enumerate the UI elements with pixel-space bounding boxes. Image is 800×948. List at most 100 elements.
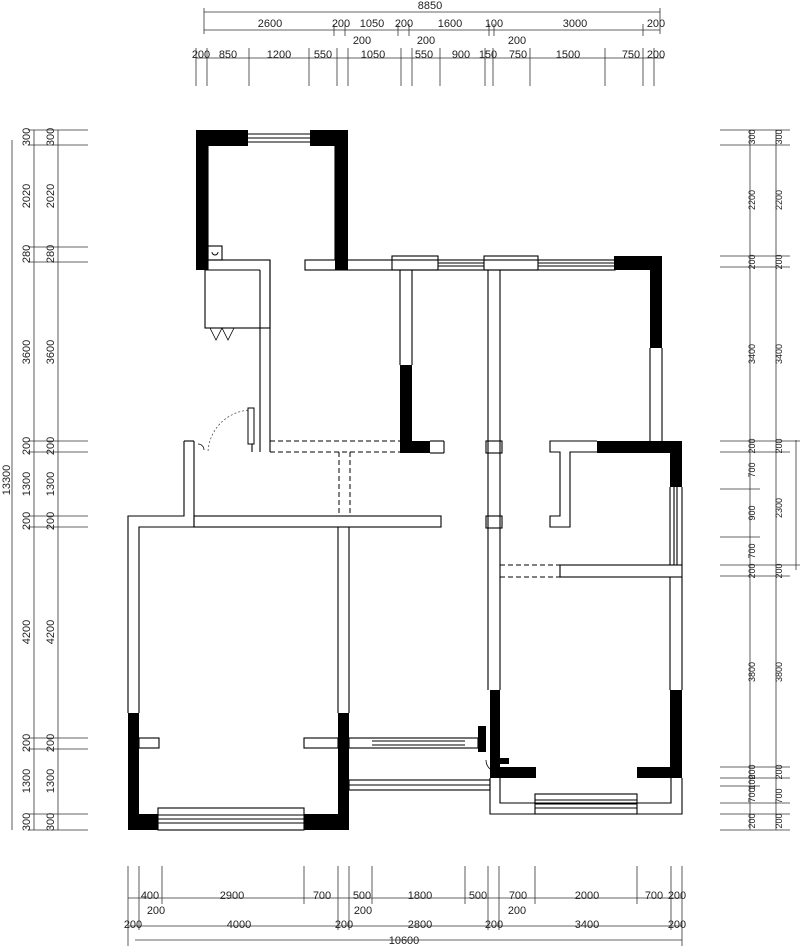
dim-left-b1: 2020 — [45, 184, 57, 208]
dim-right-i9: 3800 — [747, 662, 757, 682]
dim-right-i3: 3400 — [747, 344, 757, 364]
dim-top-r3-7: 150 — [479, 49, 497, 61]
dim-left-b6: 200 — [45, 512, 57, 530]
dim-bot-r2-6: 200 — [668, 919, 686, 931]
dim-left-a1: 2020 — [21, 184, 33, 208]
dim-bot-r2-0: 200 — [124, 919, 142, 931]
door-arc-balcony — [485, 759, 499, 773]
dim-right-i1: 2200 — [747, 190, 757, 210]
dim-bot-r1-0: 400 — [141, 890, 159, 902]
dim-right-i7: 700 — [747, 543, 757, 558]
dim-top-r2-1: 200 — [417, 35, 435, 47]
dim-top-r2-0: 200 — [353, 35, 371, 47]
dim-left-b8: 200 — [45, 734, 57, 752]
structural-walls — [128, 130, 682, 830]
dim-right-o7: 3800 — [774, 662, 784, 682]
dim-bot-total: 10600 — [389, 935, 420, 947]
dim-top-r1-0: 2600 — [258, 18, 282, 30]
dim-bot-r1-7: 2000 — [575, 890, 599, 902]
dim-right-outer: 300 2200 200 3400 200 2300 200 3800 200 … — [774, 129, 784, 828]
window-top-centre — [438, 262, 484, 267]
dim-right-i6: 900 — [747, 505, 757, 520]
top-dimension-lines — [195, 8, 664, 86]
dim-left-b7: 4200 — [45, 620, 57, 644]
dim-right-o10: 200 — [774, 813, 784, 828]
dim-bot-f1: 200 — [354, 905, 372, 917]
bifold-door-icon — [209, 327, 235, 341]
dim-left-col-a: 300 2020 280 3600 200 1300 200 4200 200 … — [21, 128, 33, 831]
top-dimension-texts: 8850 2600 200 1050 200 1600 100 3000 200… — [192, 0, 665, 61]
dim-right-i8: 200 — [747, 563, 757, 578]
dim-right-o3: 3400 — [774, 344, 784, 364]
dim-left-a3: 3600 — [21, 340, 33, 364]
dim-top-r3-9: 1500 — [556, 49, 580, 61]
dim-bot-r2-4: 200 — [485, 919, 503, 931]
dim-bot-r1-1: 2900 — [220, 890, 244, 902]
dim-right-o5: 2300 — [774, 498, 784, 518]
dim-left-col-b: 300 2020 280 3600 200 1300 200 4200 200 … — [45, 128, 57, 831]
dim-right-i5: 700 — [747, 462, 757, 477]
dim-bot-f0: 200 — [147, 905, 165, 917]
dim-top-r1-4: 1600 — [438, 18, 462, 30]
dim-top-r3-5: 550 — [415, 49, 433, 61]
dim-bot-r1-3: 500 — [353, 890, 371, 902]
dim-top-r3-6: 900 — [452, 49, 470, 61]
dim-right-o9: 700 — [774, 788, 784, 803]
dim-right-i12: 700 — [747, 787, 757, 802]
dim-bot-r1-6: 700 — [509, 890, 527, 902]
dim-left-a7: 4200 — [21, 620, 33, 644]
dim-left-b10: 300 — [45, 813, 57, 831]
dim-left-a4: 200 — [21, 437, 33, 455]
left-dimension-texts: 13300 300 2020 280 3600 200 1300 200 420… — [1, 128, 57, 831]
door-leaf-entry — [247, 407, 255, 445]
dim-right-i11: 100 — [747, 774, 757, 789]
dim-top-r3-2: 1200 — [267, 49, 291, 61]
dim-right-i0: 300 — [747, 129, 757, 144]
dim-top-r3-4: 1050 — [361, 49, 385, 61]
dim-bot-r1-4: 1800 — [408, 890, 432, 902]
door-swing-left — [197, 443, 205, 451]
dim-top-r3-1: 850 — [219, 49, 237, 61]
dim-left-total: 13300 — [1, 465, 13, 496]
dim-left-b5: 1300 — [45, 472, 57, 496]
windows — [157, 133, 675, 831]
partition-walls — [127, 146, 683, 815]
dim-bot-r1-2: 700 — [313, 890, 331, 902]
sink-icon — [211, 251, 219, 256]
bottom-dimension-texts: 400 2900 700 500 1800 500 700 2000 700 2… — [124, 890, 686, 947]
door-openings — [194, 440, 560, 578]
door-frame-balcony — [497, 758, 509, 764]
dim-left-a6: 200 — [21, 512, 33, 530]
dim-left-b3: 3600 — [45, 340, 57, 364]
dim-bot-r2-3: 2800 — [408, 919, 432, 931]
dim-top-total: 8850 — [418, 0, 442, 12]
dim-left-a2: 280 — [21, 245, 33, 263]
dim-left-a9: 1300 — [21, 769, 33, 793]
dim-left-b4: 200 — [45, 437, 57, 455]
dim-top-r3-10: 750 — [622, 49, 640, 61]
window-top-left — [248, 133, 310, 143]
dim-bot-r1-9: 200 — [668, 890, 686, 902]
door-symbols — [197, 251, 509, 773]
dim-top-r3-0: 200 — [192, 49, 210, 61]
dim-top-r1-3: 200 — [395, 18, 413, 30]
dim-right-i2: 200 — [747, 254, 757, 269]
dim-left-a0: 300 — [21, 128, 33, 146]
right-dimension-texts: 300 2200 200 3400 200 2300 200 3800 200 … — [747, 129, 784, 828]
dim-right-o0: 300 — [774, 129, 784, 144]
dim-left-a10: 300 — [21, 813, 33, 831]
dim-right-o2: 200 — [774, 254, 784, 269]
dim-bot-r2-1: 4000 — [227, 919, 251, 931]
window-bottom-left — [157, 807, 305, 831]
left-dimension-lines — [11, 129, 88, 831]
dim-right-i13: 200 — [747, 813, 757, 828]
dim-left-a5: 1300 — [21, 472, 33, 496]
dim-bot-r1-5: 500 — [469, 890, 487, 902]
dim-right-o6: 200 — [774, 563, 784, 578]
dim-right-o1: 2200 — [774, 190, 784, 210]
dim-top-r1-7: 200 — [647, 18, 665, 30]
dim-left-b0: 300 — [45, 128, 57, 146]
dim-top-r1-1: 200 — [332, 18, 350, 30]
dim-top-r1-5: 100 — [485, 18, 503, 30]
